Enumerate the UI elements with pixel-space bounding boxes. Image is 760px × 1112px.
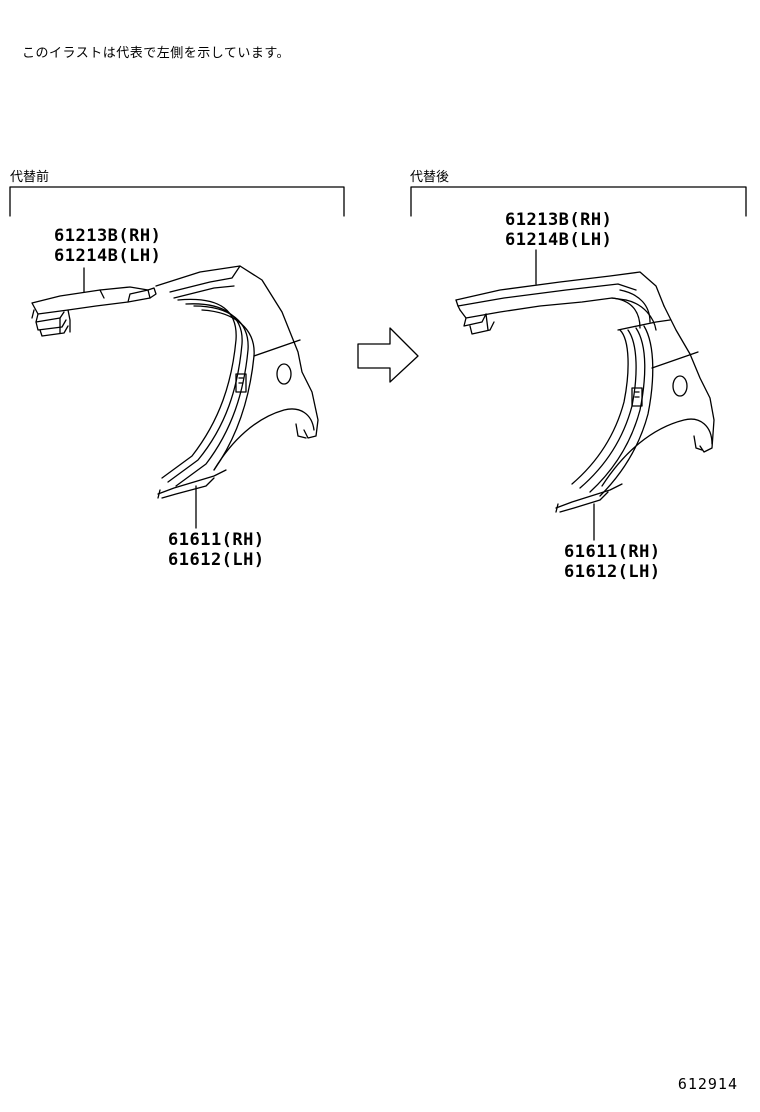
after-section-bracket bbox=[410, 186, 747, 217]
before-section-bracket bbox=[9, 186, 345, 217]
after-lower-part-lh: 61612(LH) bbox=[564, 562, 661, 582]
before-lower-part-label: 61611(RH)61612(LH) bbox=[168, 530, 265, 570]
after-upper-part-rh: 61213B(RH) bbox=[505, 210, 613, 230]
after-lower-part-rh: 61611(RH) bbox=[564, 542, 661, 562]
before-upper-part-label: 61213B(RH)61214B(LH) bbox=[54, 226, 161, 266]
after-upper-part-label: 61213B(RH)61214B(LH) bbox=[505, 210, 612, 250]
reference-number: 612914 bbox=[677, 1075, 738, 1093]
before-upper-part-rh: 61213B(RH) bbox=[54, 226, 162, 246]
illustration-note: このイラストは代表で左側を示しています。 bbox=[22, 46, 291, 61]
before-lower-panel-drawing bbox=[155, 265, 319, 529]
before-section-title: 代替前 bbox=[10, 170, 50, 185]
before-upper-panel-drawing bbox=[31, 267, 157, 337]
replacement-arrow-icon bbox=[357, 327, 419, 383]
after-assembly-drawing bbox=[455, 249, 715, 541]
before-lower-part-lh: 61612(LH) bbox=[168, 550, 265, 570]
after-upper-part-lh: 61214B(LH) bbox=[505, 230, 613, 250]
before-upper-part-lh: 61214B(LH) bbox=[54, 246, 162, 266]
before-lower-part-rh: 61611(RH) bbox=[168, 530, 265, 550]
after-section-title: 代替後 bbox=[410, 170, 450, 185]
after-lower-part-label: 61611(RH)61612(LH) bbox=[564, 542, 661, 582]
